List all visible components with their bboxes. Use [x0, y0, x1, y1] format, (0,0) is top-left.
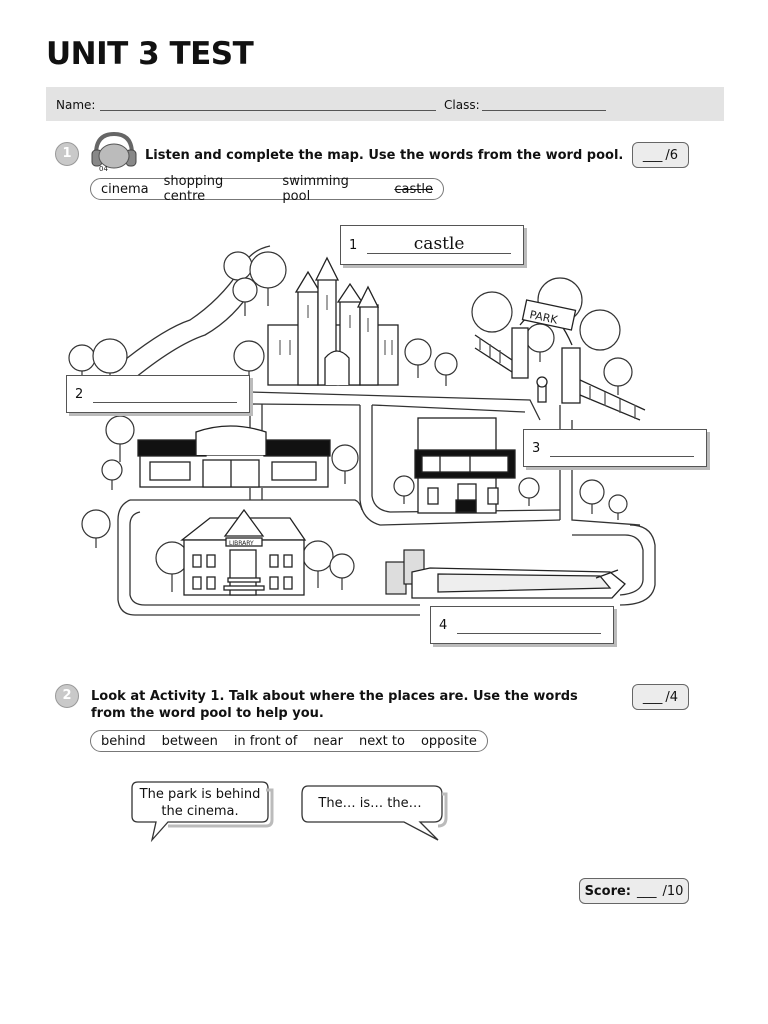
tree	[81, 509, 111, 548]
word-pool-1: cinema shopping centre swimming pool cas…	[90, 174, 444, 204]
speech-bubble-1-text: The park is behind the cinema.	[139, 787, 261, 819]
tree	[233, 340, 265, 383]
tree	[393, 475, 415, 504]
swimming-pool	[411, 567, 626, 599]
answer-2-number: 2	[75, 386, 84, 402]
svg-text:PARK: PARK	[528, 308, 559, 327]
activity-1-instruction: Listen and complete the map. Use the wor…	[145, 148, 624, 163]
speech-bubble-2-text: The… is… the…	[318, 796, 422, 811]
shopping-centre-building	[137, 425, 331, 488]
activity-1-number: 1	[55, 142, 79, 166]
word-cinema: cinema	[101, 181, 149, 197]
park-gate: PARK	[474, 299, 646, 421]
activity-2-score[interactable]: ___ /4	[632, 684, 689, 710]
town-map: PARK LIBRARY	[68, 245, 656, 616]
audio-track-number: 04	[99, 165, 108, 173]
svg-text:LIBRARY: LIBRARY	[229, 540, 254, 547]
answer-4-field[interactable]	[457, 617, 601, 634]
tree	[518, 477, 540, 506]
score-total: /6	[665, 147, 679, 163]
tree	[302, 540, 334, 588]
activity-2-instruction: Look at Activity 1. Talk about where the…	[91, 689, 578, 721]
word-between: between	[161, 733, 218, 749]
answer-2-field[interactable]	[93, 386, 237, 403]
tree	[608, 494, 628, 520]
total-score-box[interactable]: Score: ___ /10	[579, 878, 689, 904]
speech-bubble-1-shape	[131, 781, 274, 843]
answer-1-number: 1	[349, 237, 358, 253]
word-shopping-centre: shopping centre	[163, 174, 224, 204]
activity-2-number: 2	[55, 684, 79, 708]
class-label: Class:	[444, 98, 480, 112]
headphones-icon: 04	[91, 131, 137, 173]
word-near: near	[313, 733, 343, 749]
tree	[249, 251, 287, 306]
answer-1-field[interactable]: castle	[367, 235, 511, 254]
answer-3-field[interactable]	[550, 440, 694, 457]
name-class-bar: Name: Class:	[46, 87, 724, 121]
answer-box-1[interactable]: 1 castle	[340, 225, 524, 265]
activity-1-score[interactable]: ___ /6	[632, 142, 689, 168]
tree	[471, 291, 513, 333]
total-score-blank: ___	[637, 883, 657, 899]
page-title: UNIT 3 TEST	[46, 36, 254, 72]
class-field[interactable]	[482, 96, 606, 111]
hill-path	[109, 245, 271, 373]
score-total: /4	[665, 689, 679, 705]
tree	[603, 357, 633, 395]
answer-box-4[interactable]: 4	[430, 606, 614, 644]
score-blank: ___	[642, 689, 663, 705]
speech-bubble-2-shape	[301, 785, 448, 841]
answer-box-2[interactable]: 2	[66, 375, 250, 413]
tree	[329, 553, 355, 590]
castle-building	[267, 256, 399, 386]
answer-box-3[interactable]: 3	[523, 429, 707, 467]
tree	[404, 338, 432, 378]
tree	[579, 309, 621, 351]
library-building: LIBRARY	[180, 508, 307, 596]
total-score-label: Score:	[584, 883, 631, 899]
tree	[331, 444, 359, 484]
tree	[525, 323, 555, 362]
tree	[155, 541, 189, 592]
name-field[interactable]	[100, 96, 436, 111]
answer-3-number: 3	[532, 440, 541, 456]
word-next-to: next to	[358, 733, 405, 749]
tree	[232, 277, 258, 316]
tree	[105, 415, 135, 462]
word-pool-2: behind between in front of near next to …	[90, 730, 488, 752]
name-label: Name:	[56, 98, 96, 112]
answer-4-number: 4	[439, 617, 448, 633]
total-score-total: /10	[662, 883, 684, 899]
score-blank: ___	[642, 147, 663, 163]
tree	[434, 352, 458, 386]
cinema-building	[414, 417, 516, 514]
tree	[101, 459, 123, 490]
tree	[579, 479, 605, 514]
word-swimming-pool: swimming pool	[282, 174, 349, 204]
word-behind: behind	[101, 733, 146, 749]
word-in-front-of: in front of	[233, 733, 298, 749]
tree	[92, 338, 128, 384]
word-castle-crossed: castle	[394, 181, 433, 197]
word-opposite: opposite	[420, 733, 477, 749]
